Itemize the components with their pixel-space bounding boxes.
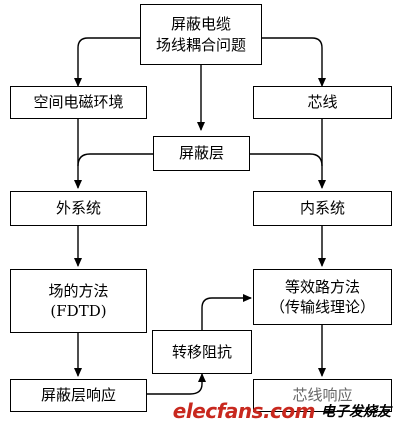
top-box-cable-coupling-problem: 屏蔽电缆 场线耦合问题 — [140, 4, 262, 65]
site-watermark: elecfans.com 电子发烧友 — [173, 399, 391, 423]
top-box-line2: 场线耦合问题 — [155, 35, 246, 54]
arrow-transfer-to-circuit-method — [201, 294, 252, 330]
label-transmission-line-theory: （传输线理论） — [269, 298, 375, 316]
top-box-line1: 屏蔽电缆 — [170, 15, 231, 34]
label-internal-system: 内系统 — [299, 199, 345, 218]
box-shield-layer: 屏蔽层 — [153, 136, 250, 171]
label-external-system: 外系统 — [55, 199, 101, 218]
box-field-method: 场的方法 (FDTD) — [10, 269, 147, 333]
label-transfer-impedance: 转移阻抗 — [171, 342, 232, 361]
label-core-wire: 芯线 — [307, 93, 338, 112]
arrow-top-to-right-core — [262, 37, 326, 87]
label-space-em-environment: 空间电磁环境 — [33, 93, 124, 112]
label-fdtd: (FDTD) — [50, 302, 107, 320]
label-shield-layer: 屏蔽层 — [178, 144, 224, 163]
box-external-system: 外系统 — [10, 191, 147, 226]
label-core-response: 芯线响应 — [292, 386, 353, 405]
box-space-em-environment: 空间电磁环境 — [10, 86, 147, 119]
box-equivalent-circuit-method: 等效路方法 （传输线理论） — [253, 269, 392, 325]
arrow-shield-response-to-transfer — [147, 373, 206, 395]
label-equivalent-circuit-method: 等效路方法 — [284, 277, 360, 296]
arrow-top-to-left-env — [74, 37, 140, 87]
box-core-response: 芯线响应 — [253, 379, 392, 412]
shield-branch-left — [77, 153, 153, 167]
watermark-text: 电子发烧友 — [321, 404, 391, 420]
box-internal-system: 内系统 — [253, 191, 392, 226]
label-field-method: 场的方法 — [48, 281, 109, 300]
box-shield-response: 屏蔽层响应 — [10, 379, 147, 412]
box-core-wire: 芯线 — [253, 86, 392, 119]
box-transfer-impedance: 转移阻抗 — [152, 330, 252, 374]
label-shield-response: 屏蔽层响应 — [40, 386, 116, 405]
shield-branch-right — [250, 153, 323, 167]
watermark-logo: elecfans.com — [172, 399, 316, 423]
